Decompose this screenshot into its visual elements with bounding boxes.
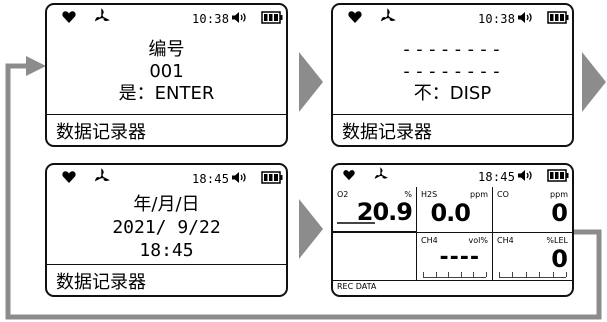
fan-icon [374, 167, 388, 179]
scale-ticks [499, 271, 567, 278]
screen-gas-readings: 18:45 O2 % 20.9 H2S ppm 0.0 CO ppm 0 CH4… [331, 163, 574, 297]
gas-cell-empty [333, 233, 417, 281]
speaker-icon [232, 172, 246, 183]
gas-label: H2S [421, 190, 438, 199]
screen-footer: REC DATA [333, 280, 572, 295]
screen-logger-date: 18:45 年/月/日 2021/ 9/22 18:45 数据记录器 [45, 163, 288, 297]
footer-label: 数据记录器 [56, 122, 146, 143]
date-format-label: 年/月/日 [133, 194, 200, 215]
heart-icon [348, 11, 362, 23]
battery-icon [547, 11, 569, 24]
gas-label: CH4 [497, 236, 514, 245]
fan-icon [380, 8, 396, 22]
status-bar: 10:38 [47, 5, 286, 31]
screen-logger-select: 10:38 -------- -------- 不：DISP 数据记录器 [331, 3, 574, 147]
speaker-icon [518, 12, 532, 23]
gas-cell-h2s: H2S ppm 0.0 [417, 187, 493, 233]
clock-time: 18:45 [478, 170, 516, 184]
battery-icon [547, 169, 569, 182]
gas-unit: ppm [550, 190, 568, 199]
screen-footer: 数据记录器 [47, 114, 286, 145]
gas-value: 20.9 [356, 198, 413, 226]
battery-icon [261, 171, 283, 184]
screen-footer: 数据记录器 [47, 264, 286, 295]
gas-cell-ch4-vol: CH4 vol% ---- [417, 233, 493, 281]
gas-value: ---- [439, 245, 480, 270]
date-value: 2021/ 9/22 [112, 217, 221, 238]
scale-ticks [423, 271, 487, 278]
gas-value: 0 [551, 199, 568, 227]
gas-cell-o2: O2 % 20.9 [333, 187, 417, 233]
heart-icon [62, 171, 76, 183]
status-bar: 18:45 [333, 165, 572, 185]
gas-unit: %LEL [546, 236, 568, 245]
gas-cell-co: CO ppm 0 [493, 187, 572, 233]
screen-line-3: 不：DISP [413, 83, 492, 104]
screen-line-2: -------- [401, 61, 504, 82]
speaker-icon [518, 170, 532, 181]
speaker-icon [232, 12, 246, 23]
time-value: 18:45 [139, 240, 194, 261]
screen-logger-number: 10:38 编号 001 是：ENTER 数据记录器 [45, 3, 288, 147]
screen-line-2: 001 [149, 61, 184, 82]
gas-cell-ch4-lel: CH4 %LEL 0 [493, 233, 572, 281]
screen-footer: 数据记录器 [333, 114, 572, 145]
arrow-right-icon [582, 52, 606, 112]
battery-icon [261, 11, 283, 24]
gas-value: 0.0 [430, 199, 471, 227]
arrow-right-icon [299, 52, 323, 112]
screen-line-1: -------- [401, 39, 504, 60]
footer-label: 数据记录器 [342, 122, 432, 143]
heart-icon [62, 11, 76, 23]
fan-icon [94, 168, 110, 182]
o2-bar [337, 222, 375, 224]
gas-unit: % [404, 190, 412, 199]
screen-line-1: 编号 [148, 39, 185, 60]
gas-label: CH4 [421, 236, 438, 245]
arrow-right-icon [299, 199, 323, 259]
footer-label: 数据记录器 [56, 272, 146, 293]
screen-line-3: 是：ENTER [118, 83, 215, 104]
clock-time: 10:38 [478, 12, 516, 26]
footer-label: REC DATA [337, 282, 377, 291]
gas-value: 0 [551, 245, 568, 273]
gas-label: CO [497, 190, 509, 199]
gas-unit: vol% [468, 236, 488, 245]
status-bar: 18:45 [47, 165, 286, 191]
status-bar: 10:38 [333, 5, 572, 31]
clock-time: 10:38 [192, 12, 230, 26]
heart-icon [343, 170, 355, 181]
clock-time: 18:45 [192, 172, 230, 186]
fan-icon [94, 8, 110, 22]
gas-unit: ppm [470, 190, 488, 199]
gas-label: O2 [337, 190, 349, 199]
